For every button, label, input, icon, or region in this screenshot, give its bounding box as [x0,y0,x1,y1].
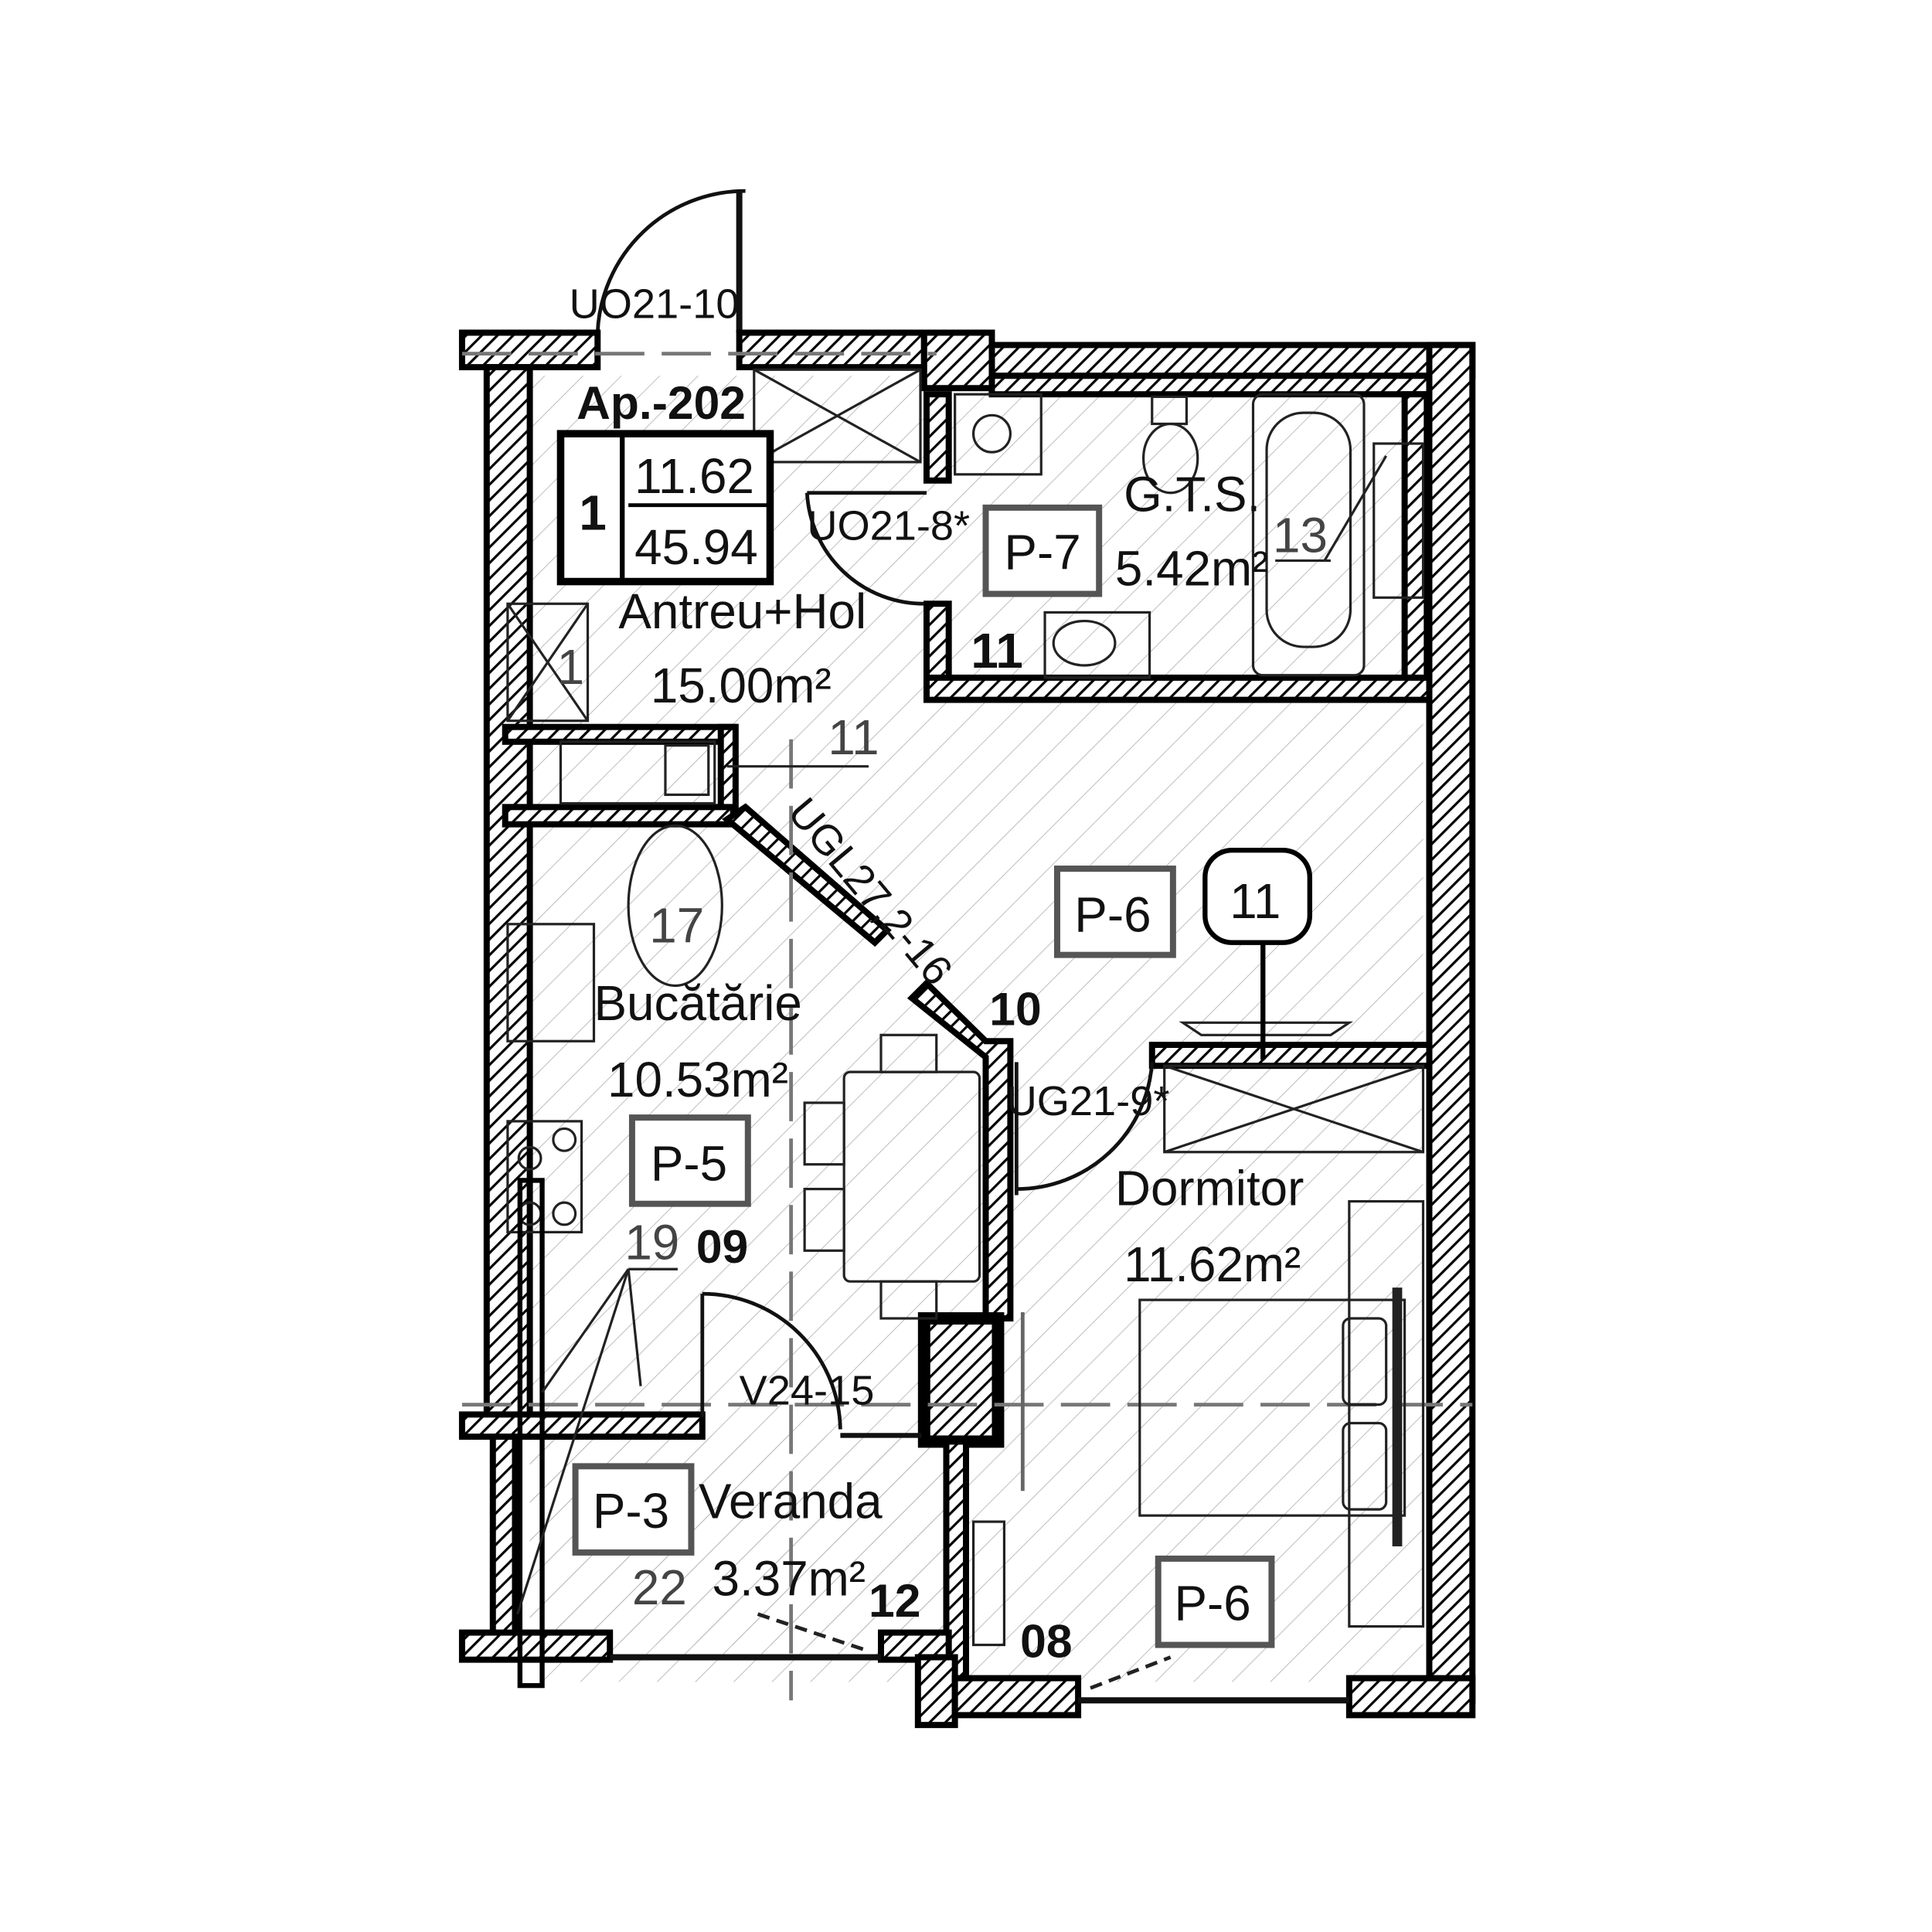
mark-1-hall: 1 [557,639,584,695]
room-name-bedroom: Dormitor [1115,1160,1304,1216]
door-label-entry: UO21-10 [570,281,740,327]
walls [458,329,1476,1729]
mark-22: 22 [632,1560,687,1615]
apartment-summary [556,430,774,586]
room-area-hall: 15.00m² [651,658,832,713]
mark-circle-11: 11 [1230,873,1281,929]
rooms-count: 1 [579,485,606,541]
door-label-veranda: V24-15 [740,1368,875,1414]
room-name-veranda: Veranda [699,1473,883,1529]
room-area-bedroom: 11.62m² [1124,1236,1301,1292]
furniture [506,368,1425,1690]
room-tag-veranda: P-3 [593,1483,669,1539]
room-tag-bedroom: P-6 [1174,1576,1250,1631]
mark-12: 12 [869,1574,920,1627]
room-tag-bath: P-7 [1004,525,1080,580]
room-area-bath: 5.42m² [1115,540,1268,596]
mark-10: 10 [989,983,1041,1036]
mark-11-bath: 11 [971,623,1022,679]
door-label-bath: UO21-8* [807,502,970,549]
room-name-hall: Antreu+Hol [618,583,866,639]
room-area-kitchen: 10.53m² [607,1052,788,1107]
room-area-veranda: 3.37m² [713,1551,866,1607]
door-label-bedroom: UG21-9* [1007,1078,1170,1124]
mark-19: 19 [624,1214,679,1270]
total-area: 45.94 [634,519,758,575]
room-tag-living: P-6 [1074,886,1151,942]
room-name-bath: G.T.S. [1124,467,1260,522]
room-tag-kitchen: P-5 [651,1135,727,1191]
mark-09: 09 [696,1220,748,1273]
apartment-label: Ap.-202 [577,376,746,429]
room-name-kitchen: Bucătărie [594,975,801,1031]
useful-area: 11.62 [634,448,754,504]
mark-11-gray: 11 [828,709,879,765]
mark-08: 08 [1020,1614,1072,1667]
entry-door [595,189,746,333]
mark-17: 17 [649,898,704,954]
mark-13: 13 [1273,507,1328,563]
